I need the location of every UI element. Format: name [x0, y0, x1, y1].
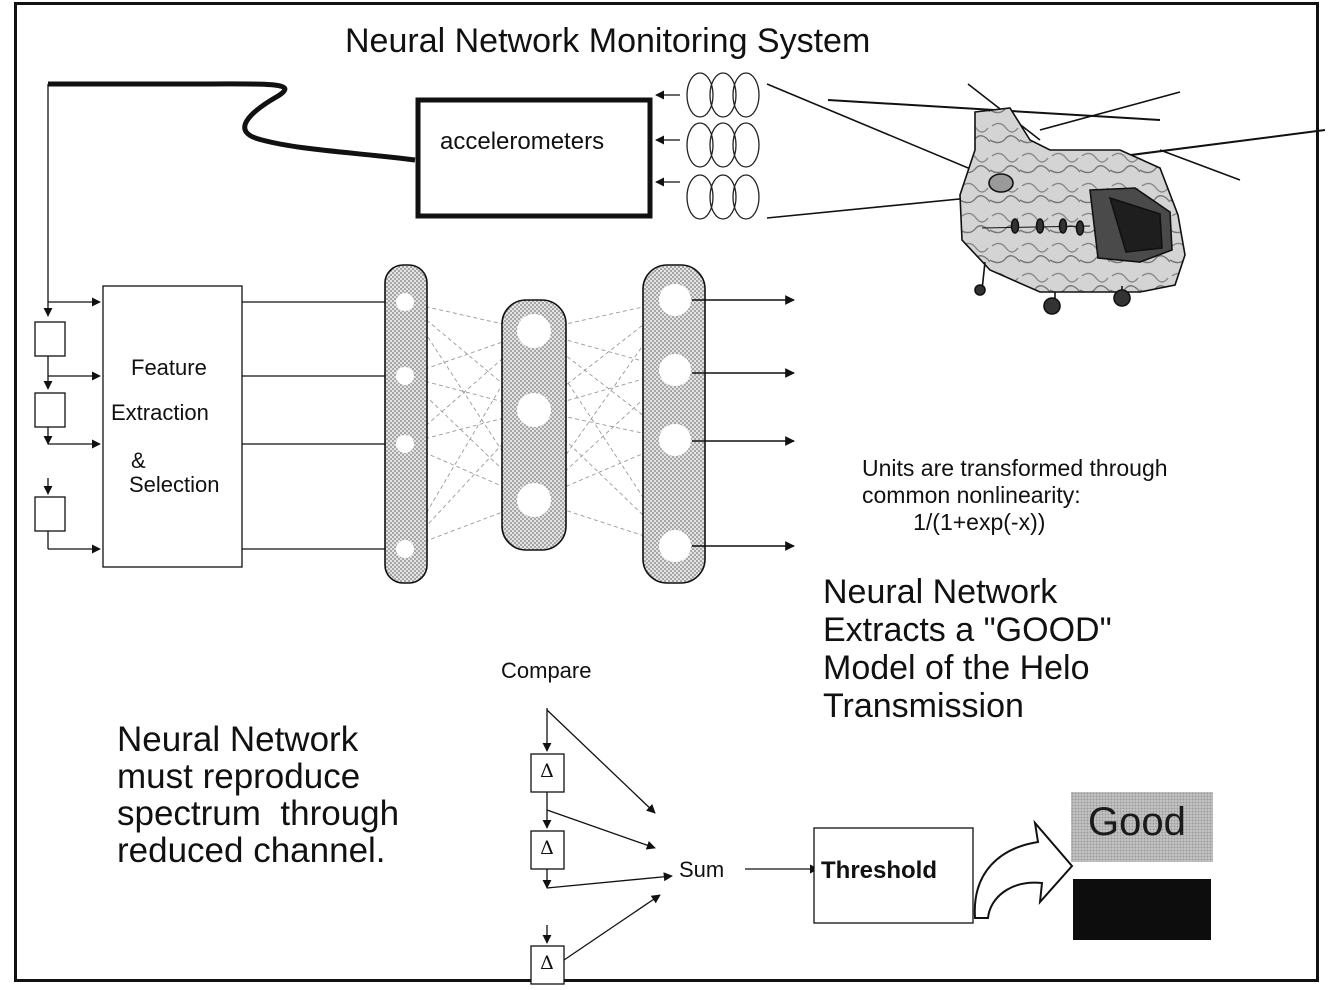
compare-delay-chain	[530, 753, 565, 985]
curved-arrow-icon	[973, 819, 1074, 919]
feature-label-line2: Extraction	[111, 400, 209, 425]
hidden-layer	[501, 299, 567, 551]
signal-cable	[48, 81, 416, 163]
nonlinearity-note: Units are transformed through common non…	[862, 455, 1168, 535]
helicopter-icon	[827, 83, 1326, 315]
delta-symbol-1: Δ	[540, 760, 554, 782]
feature-extraction-box	[102, 285, 243, 568]
threshold-box	[813, 827, 974, 924]
feature-label-line3: &	[131, 448, 146, 473]
sum-label: Sum	[679, 857, 725, 882]
delta-symbol-3: Δ	[540, 952, 554, 974]
input-delay-chain	[34, 321, 66, 532]
delta-symbol-2: Δ	[540, 837, 554, 859]
network-claim-text: Neural Network Extracts a "GOOD" Model o…	[823, 573, 1112, 725]
sensor-wave-icon	[686, 72, 760, 220]
feature-label-line4: Selection	[129, 472, 220, 497]
accelerometers-box	[415, 97, 653, 219]
output-layer	[642, 264, 706, 584]
threshold-label: Threshold	[821, 857, 938, 884]
page-title: Neural Network Monitoring System	[345, 22, 871, 60]
good-result-box	[1071, 792, 1213, 862]
reproduction-note: Neural Network must reproduce spectrum t…	[117, 720, 400, 870]
bad-result-box	[1073, 879, 1211, 940]
compare-label: Compare	[501, 658, 592, 683]
diagram-frame	[14, 2, 1319, 982]
accelerometers-label: accelerometers	[440, 128, 605, 155]
input-layer	[384, 264, 428, 584]
feature-label-line1: Feature	[131, 355, 207, 380]
good-label: Good	[1088, 800, 1186, 844]
